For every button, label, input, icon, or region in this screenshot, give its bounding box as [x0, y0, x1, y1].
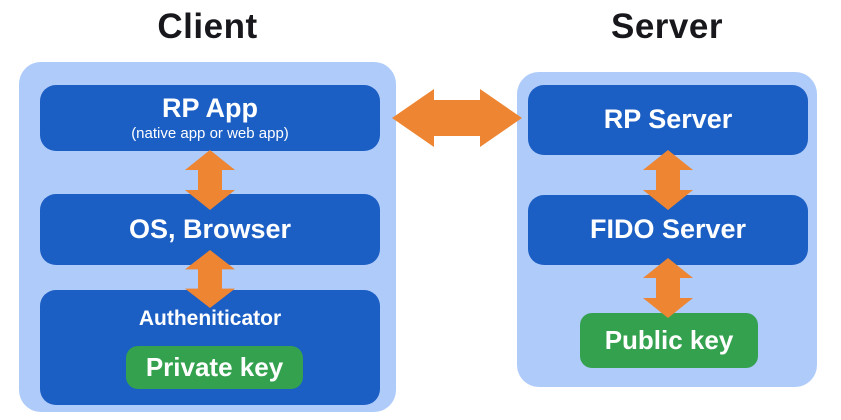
authenticator-label: Autheniticator	[138, 307, 282, 330]
server-title: Server	[611, 7, 723, 46]
rp-app-label: RP App	[161, 93, 258, 124]
public-key-box: Public key	[580, 313, 758, 368]
os-browser-authenticator-arrow-icon	[185, 250, 235, 308]
rp-app-box: RP App (native app or web app)	[40, 85, 380, 151]
client-panel: RP App (native app or web app) OS, Brows…	[19, 62, 396, 412]
client-title: Client	[157, 7, 258, 46]
fido-server-public-key-arrow-icon	[643, 258, 693, 318]
server-panel: RP Server FIDO Server Public key	[517, 72, 817, 387]
private-key-box: Private key	[126, 346, 303, 389]
private-key-label: Private key	[145, 352, 284, 382]
fido-server-label: FIDO Server	[589, 214, 747, 245]
rp-server-fido-server-arrow-icon	[643, 150, 693, 210]
rp-server-box: RP Server	[528, 85, 808, 155]
rp-app-os-browser-arrow-icon	[185, 150, 235, 210]
public-key-label: Public key	[604, 325, 734, 355]
client-server-arrow-icon	[392, 89, 522, 147]
rp-server-label: RP Server	[603, 104, 733, 135]
authenticator-box: Autheniticator Private key	[40, 290, 380, 405]
rp-app-sublabel: (native app or web app)	[131, 124, 289, 142]
os-browser-label: OS, Browser	[128, 213, 292, 244]
